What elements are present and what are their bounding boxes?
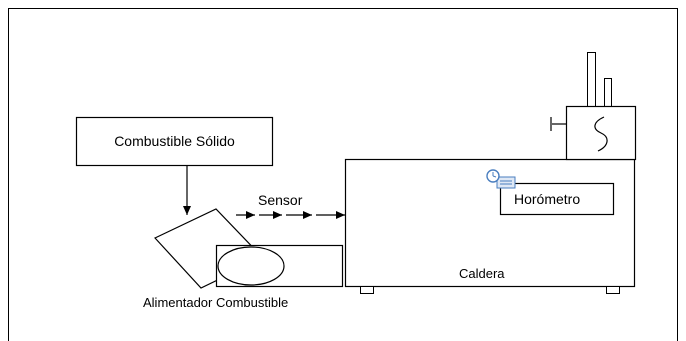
hour-meter-box [499, 182, 615, 216]
sensor-label: Sensor [258, 192, 303, 208]
hour-meter-label: Horómetro [514, 191, 580, 207]
fuel-feeder [154, 208, 344, 289]
boiler-foot-right [606, 286, 620, 294]
boiler-foot-left [360, 286, 374, 294]
outer-frame [8, 8, 678, 341]
feeder-screw-end [217, 246, 285, 286]
chimney-short [604, 78, 612, 107]
flame-squiggle-icon [594, 116, 608, 152]
solid-fuel-label: Combustible Sólido [114, 133, 235, 149]
boiler-top-unit [550, 52, 637, 161]
hour-meter: Horómetro [486, 169, 615, 216]
clock-document-icon [486, 169, 516, 189]
fuel-feeder-label: Alimentador Combustible [143, 295, 288, 310]
solid-fuel-box: Combustible Sólido [75, 116, 274, 167]
boiler-label: Caldera [459, 266, 505, 281]
chimney-tall [587, 52, 596, 107]
